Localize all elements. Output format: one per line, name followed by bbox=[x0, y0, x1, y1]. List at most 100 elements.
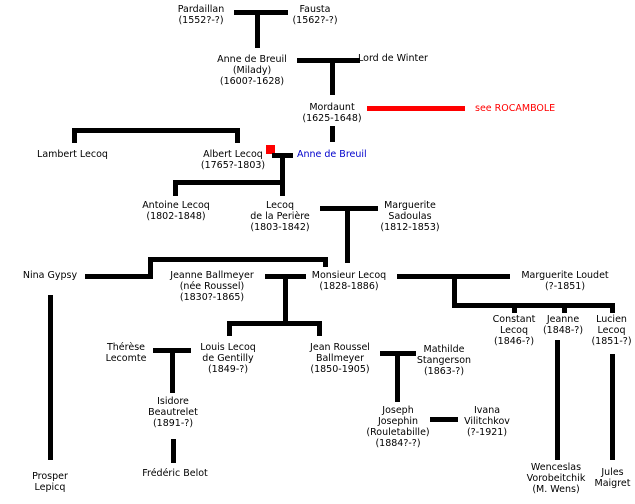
sibling-leg bbox=[173, 180, 178, 196]
person-antoine-lecoq: Antoine Lecoq (1802-1848) bbox=[136, 200, 216, 222]
person-name: Fausta bbox=[299, 4, 331, 15]
person-dates: (1552?-?) bbox=[178, 15, 224, 26]
person-name-line2: Beautrelet bbox=[148, 407, 198, 418]
person-name-line2: Josephin bbox=[377, 416, 419, 427]
person-name: Lord de Winter bbox=[358, 53, 428, 64]
person-anne-de-breuil-link[interactable]: Anne de Breuil bbox=[297, 149, 372, 160]
person-name-line2: de la Perière bbox=[250, 211, 310, 222]
person-name-line2: Lecoq bbox=[499, 325, 529, 336]
person-pardaillan: Pardaillan (1552?-?) bbox=[168, 4, 234, 26]
marriage-line bbox=[430, 417, 458, 422]
person-dates: (1828-1886) bbox=[319, 281, 379, 292]
descent-line bbox=[255, 10, 260, 48]
person-name-line2: Maigret bbox=[594, 478, 631, 489]
person-name: Louis Lecoq bbox=[200, 342, 256, 353]
person-name-line2: Stangerson bbox=[416, 355, 472, 366]
person-alias: (M. Wens) bbox=[532, 484, 580, 495]
person-therese-lecomte: Thérèse Lecomte bbox=[98, 342, 154, 364]
person-marguerite-sadoulas: Marguerite Sadoulas (1812-1853) bbox=[372, 200, 448, 233]
person-name-line2: Sadoulas bbox=[388, 211, 432, 222]
person-name: Jeanne Ballmeyer bbox=[170, 270, 254, 281]
person-name: Jean Roussel bbox=[310, 342, 370, 353]
person-name-line2: Lecoq bbox=[597, 325, 626, 336]
person-name-line2: Vorobeitchik bbox=[526, 473, 586, 484]
descent-line bbox=[345, 206, 350, 263]
person-frederic-belot: Frédéric Belot bbox=[130, 468, 220, 479]
person-name-line2: Lepicq bbox=[34, 482, 66, 493]
person-lucien-lecoq: Lucien Lecoq (1851-?) bbox=[588, 314, 635, 347]
marriage-line bbox=[148, 257, 328, 262]
descent-line bbox=[48, 295, 53, 460]
person-name-line2: Vilitchkov bbox=[464, 416, 510, 427]
descent-line bbox=[330, 126, 335, 142]
person-name: Lecoq bbox=[265, 200, 295, 211]
person-monsieur-lecoq: Monsieur Lecoq (1828-1886) bbox=[303, 270, 395, 292]
person-dates: (1562?-?) bbox=[292, 15, 338, 26]
marriage-line bbox=[148, 257, 153, 279]
person-name: Isidore bbox=[157, 396, 189, 407]
sibling-line bbox=[72, 128, 240, 133]
person-dates: (1851-?) bbox=[591, 336, 632, 347]
descent-line bbox=[395, 351, 400, 402]
person-dates: (1891-?) bbox=[152, 418, 194, 429]
descent-line bbox=[330, 58, 335, 95]
person-name-line2: Lecomte bbox=[105, 353, 147, 364]
person-constant-lecoq: Constant Lecoq (1846-?) bbox=[488, 314, 540, 347]
descent-line bbox=[452, 274, 457, 307]
person-dates: (1765?-1803) bbox=[200, 160, 266, 171]
sibling-leg bbox=[235, 128, 240, 143]
person-dates: (1830?-1865) bbox=[179, 292, 245, 303]
marriage-line bbox=[234, 10, 288, 15]
person-name: Albert Lecoq bbox=[203, 149, 263, 160]
person-dates: (1802-1848) bbox=[146, 211, 206, 222]
see-rocambole-label[interactable]: see ROCAMBOLE bbox=[475, 103, 556, 114]
person-name: Wenceslas bbox=[530, 462, 582, 473]
person-name: Jules bbox=[601, 467, 624, 478]
person-prosper-lepicq: Prosper Lepicq bbox=[22, 471, 78, 493]
person-name: Jeanne bbox=[546, 314, 580, 325]
person-name: Marguerite bbox=[384, 200, 436, 211]
person-dates: (1600?-1628) bbox=[219, 76, 285, 87]
person-louis-lecoq-de-gentilly: Louis Lecoq de Gentilly (1849-?) bbox=[190, 342, 266, 375]
person-jules-maigret: Jules Maigret bbox=[590, 467, 635, 489]
person-name[interactable]: Anne de Breuil bbox=[297, 149, 367, 160]
person-alias: (Rouletabille) bbox=[366, 427, 430, 438]
descent-line bbox=[171, 439, 176, 463]
descent-line bbox=[170, 348, 175, 393]
person-wenceslas-vorobeitchik: Wenceslas Vorobeitchik (M. Wens) bbox=[515, 462, 597, 495]
sibling-leg bbox=[562, 303, 567, 313]
link-marker-icon[interactable] bbox=[266, 145, 275, 154]
person-jeanne-1848: Jeanne (1848-?) bbox=[540, 314, 586, 336]
descent-line bbox=[555, 340, 560, 460]
person-name: Prosper bbox=[32, 471, 68, 482]
person-nina-gypsy: Nina Gypsy bbox=[18, 270, 82, 281]
person-ivana-vilitchkov: Ivana Vilitchkov (?-1921) bbox=[456, 405, 518, 438]
marriage-line bbox=[323, 257, 328, 267]
see-rocambole-link[interactable]: see ROCAMBOLE bbox=[475, 103, 565, 114]
person-alias: (née Roussel) bbox=[179, 281, 245, 292]
person-lambert-lecoq: Lambert Lecoq bbox=[30, 149, 115, 160]
person-mordaunt: Mordaunt (1625-1648) bbox=[292, 102, 372, 124]
person-dates: (1625-1648) bbox=[302, 113, 362, 124]
person-name: Frédéric Belot bbox=[142, 468, 208, 479]
person-joseph-josephin: Joseph Josephin (Rouletabille) (1884?-?) bbox=[360, 405, 436, 449]
descent-line bbox=[610, 354, 615, 460]
person-name: Ivana bbox=[473, 405, 501, 416]
person-name: Anne de Breuil bbox=[217, 54, 287, 65]
person-dates: (?-1851) bbox=[544, 281, 586, 292]
person-dates: (1849-?) bbox=[207, 364, 249, 375]
person-name: Mordaunt bbox=[309, 102, 355, 113]
person-name: Mathilde bbox=[423, 344, 465, 355]
person-name: Lucien bbox=[596, 314, 627, 325]
person-dates: (1884?-?) bbox=[375, 438, 421, 449]
person-name: Marguerite Loudet bbox=[521, 270, 609, 281]
person-name: Lambert Lecoq bbox=[37, 149, 108, 160]
person-name: Joseph bbox=[382, 405, 414, 416]
person-albert-lecoq: Albert Lecoq (1765?-1803) bbox=[193, 149, 273, 171]
person-jeanne-ballmeyer: Jeanne Ballmeyer (née Roussel) (1830?-18… bbox=[162, 270, 262, 303]
sibling-leg bbox=[72, 128, 77, 143]
person-name: Pardaillan bbox=[177, 4, 225, 15]
descent-line bbox=[283, 274, 288, 324]
person-name: Antoine Lecoq bbox=[142, 200, 210, 211]
cross-reference-line bbox=[367, 106, 465, 111]
